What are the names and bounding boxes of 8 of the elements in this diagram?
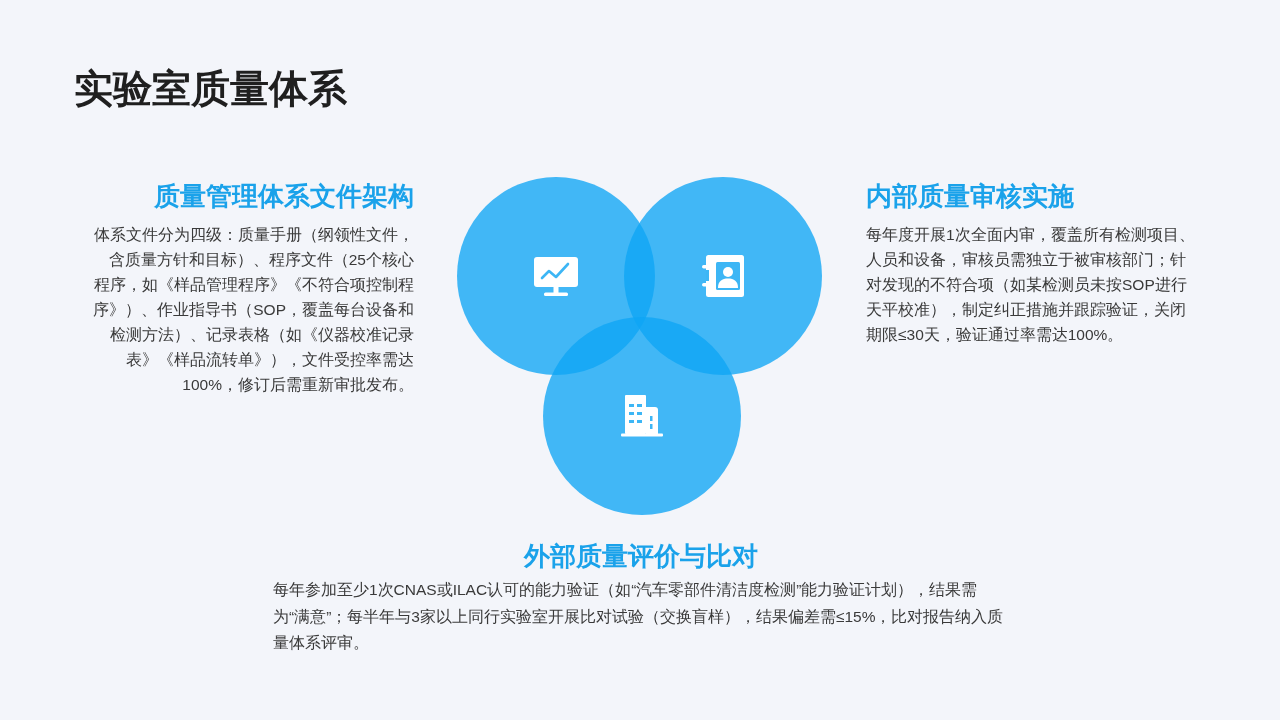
description-text: 每年度开展1次全面内审，覆盖所有检测项目、人员和设备，审核员需独立于被审核部门；针对发现的不符合项（如某检测员未按SOP进行天平校准），制定纠正措施并跟踪验证，关闭期限≤30天，验证通过率需达100%。 (866, 225, 1196, 345)
section-heading: 内部质量审核实施 (866, 180, 1075, 212)
section-heading: 质量管理体系文件架构 (153, 180, 414, 212)
section-heading: 外部质量评价与比对 (522, 540, 759, 572)
description-text: 每年参加至少1次CNAS或ILAC认可的能力验证（如“汽车零部件清洁度检测”能力验证计划），结果需为“满意”；每半年与3家以上同行实验室开展比对试验（交换盲样），结果偏差需≤15%，比对报告纳入质量体系评审。 (273, 580, 1005, 653)
page-title: 实验室质量体系 (74, 66, 347, 112)
description-text: 体系文件分为四级：质量手册（纲领性文件，含质量方针和目标）、程序文件（25个核心程序，如《样品管理程序》《不符合项控制程序》）、作业指导书（SOP，覆盖每台设备和检测方法）、记录表格（如《仪器校准记录表》《样品流转单》），文件受控率需达100%，修订后需重新审批发布。 (93, 225, 414, 395)
venn-circle (543, 317, 741, 515)
